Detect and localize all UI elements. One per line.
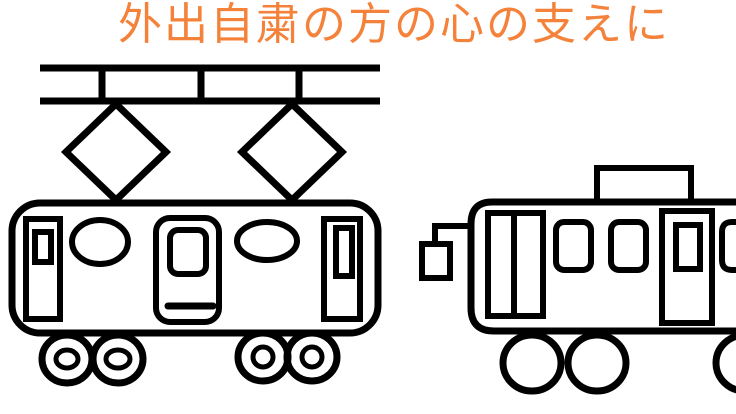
- pantograph-right-icon: [236, 99, 348, 205]
- left-train: [8, 199, 382, 337]
- right-train-wheels: [499, 331, 736, 395]
- title-text: 外出自粛の方の心の支えに: [118, 0, 670, 50]
- pantograph-left-icon: [60, 99, 172, 205]
- left-train-wheels: [38, 329, 341, 387]
- overhead-wire-icon: [40, 64, 380, 105]
- right-train: [419, 165, 736, 335]
